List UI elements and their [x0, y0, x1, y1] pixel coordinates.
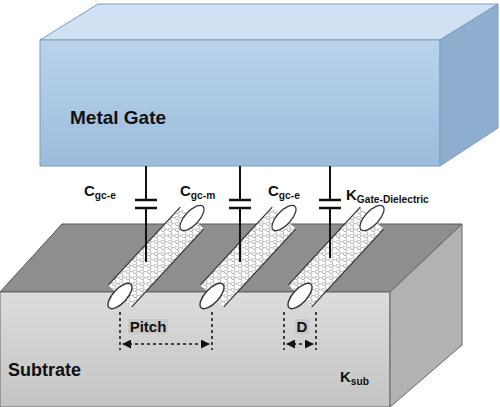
nanotube-group: [104, 201, 388, 312]
capacitance-label: Cgc-e: [268, 183, 300, 201]
gate-box: Metal Gate: [40, 40, 440, 166]
capacitance-label: Cgc-e: [84, 183, 116, 201]
dimension-label: D: [295, 319, 310, 334]
nanotube: [284, 201, 388, 312]
capacitor-symbol: [135, 166, 157, 262]
dimension-label: Pitch: [128, 319, 169, 334]
dimension-lines: [120, 312, 316, 350]
capacitor-symbol: [229, 166, 251, 262]
node-label: Metal Gate: [70, 107, 166, 129]
capacitor-symbol: [319, 166, 341, 258]
dielectric-label: KGate-Dielectric: [346, 187, 429, 205]
nanotube: [104, 201, 208, 312]
metal-gate-slab: [40, 4, 498, 166]
capacitor-group: [135, 166, 341, 262]
capacitance-label: Cgc-m: [180, 183, 215, 201]
node-label: Subtrate: [8, 360, 81, 381]
substrate-box: Subtrate: [0, 292, 390, 407]
substrate-permittivity-label: Ksub: [340, 369, 369, 387]
nanotube: [196, 201, 300, 312]
